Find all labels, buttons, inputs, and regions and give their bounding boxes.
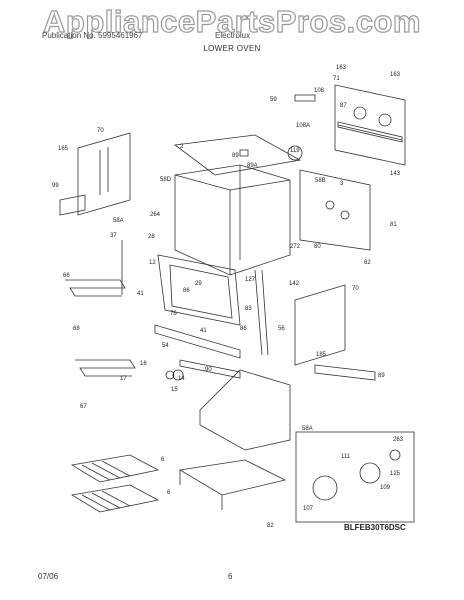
part-label: 67 — [80, 404, 87, 410]
part-label: 163 — [390, 72, 401, 78]
part-label: 16 — [140, 361, 147, 367]
part-label: 185 — [316, 352, 327, 358]
oven-racks-part — [70, 454, 160, 513]
rear-bracket-part — [337, 121, 403, 143]
drawer-part — [178, 459, 287, 496]
part-label: 58B — [315, 178, 326, 184]
lower-side-panel-part — [294, 284, 346, 366]
oven-cavity-part — [174, 164, 291, 276]
part-label: 41 — [137, 291, 144, 297]
part-label: 272 — [290, 244, 301, 250]
part-label: 58A — [302, 426, 313, 432]
section-title: LOWER OVEN — [203, 44, 261, 53]
right-side-panel-part — [299, 169, 371, 251]
part-label: 54 — [162, 343, 169, 349]
part-label: 109 — [380, 485, 391, 491]
part-label: 66 — [63, 273, 70, 279]
part-label: 15 — [171, 387, 178, 393]
part-label: 62 — [364, 260, 371, 266]
broil-element-part — [75, 359, 136, 377]
convection-inset-box — [295, 431, 415, 523]
part-label: 3 — [340, 181, 344, 187]
part-label: 58A — [113, 218, 124, 224]
part-label: 29 — [195, 281, 202, 287]
watermark-banner: AppliancePartsPros.com — [42, 3, 421, 39]
part-label: 89 — [232, 153, 239, 159]
part-label: 108 — [314, 88, 325, 94]
part-label: 56 — [278, 326, 285, 332]
footer-date: 07/06 — [38, 572, 59, 581]
part-label: 86 — [240, 326, 247, 332]
part-label: 2 — [180, 144, 184, 150]
vent-89-part — [314, 364, 376, 381]
part-label: 6 — [167, 490, 171, 496]
part-label: 81 — [390, 222, 397, 228]
part-label: 99 — [52, 183, 59, 189]
part-label: 58D — [160, 177, 172, 183]
model-code: BLFEB30T6DSC — [344, 523, 406, 532]
part-label: 12 — [149, 260, 156, 266]
part-label: 59 — [270, 97, 277, 103]
part-label: 107 — [303, 506, 314, 512]
part-label: 80 — [314, 244, 321, 250]
part-label: 83 — [245, 306, 252, 312]
top-panel-part — [173, 134, 302, 176]
part-label: 263 — [393, 437, 404, 443]
footer-page-number: 6 — [228, 572, 233, 581]
part-label: 82 — [267, 523, 274, 529]
left-side-panel-part — [77, 132, 131, 216]
bake-element-part — [65, 279, 126, 297]
brand-name: Electrolux — [215, 31, 251, 40]
door-frame-part — [157, 254, 241, 326]
part-label: 89 — [378, 373, 385, 379]
lower-trim-part — [154, 324, 241, 359]
part-label: 143 — [390, 171, 401, 177]
part-label: 119 — [290, 148, 300, 154]
hinge-108-part — [294, 94, 316, 102]
part-label: 37 — [110, 233, 117, 239]
part-label: 111 — [341, 454, 351, 460]
part-label: 90 — [205, 367, 212, 373]
part-label: 163 — [336, 65, 347, 71]
watermark-text: AppliancePartsPros.com — [43, 4, 421, 39]
part-label: 17 — [120, 376, 127, 382]
part-label: 68 — [73, 326, 80, 332]
bottom-trim-part — [179, 359, 241, 379]
part-label: 108A — [296, 123, 310, 129]
part-label: 127 — [245, 277, 256, 283]
oven-bottom-part — [199, 369, 291, 451]
part-label: 264 — [150, 212, 161, 218]
publication-number: Publication No. 5995461967 — [42, 31, 143, 40]
part-label: 14 — [178, 376, 185, 382]
part-label: 125 — [390, 471, 401, 477]
part-label-group: 163 163 71 87 108 59 108A 119 2 89 89A 58D 58B 143 3 81… — [52, 65, 404, 529]
back-panel-part — [334, 84, 406, 166]
part-label: 76 — [170, 311, 177, 317]
part-label: 41 — [200, 328, 207, 334]
part-label: 142 — [289, 281, 300, 287]
part-label: 70 — [352, 286, 359, 292]
part-label: 71 — [333, 76, 340, 82]
part-label: 86 — [183, 288, 190, 294]
part-label: 165 — [58, 146, 69, 152]
part-label: 6 — [161, 457, 165, 463]
part-label: 87 — [340, 103, 347, 109]
part-label: 89A — [247, 163, 258, 169]
bracket-99-part — [59, 194, 86, 216]
part-label: 28 — [148, 234, 155, 240]
part-label: 70 — [97, 128, 104, 134]
